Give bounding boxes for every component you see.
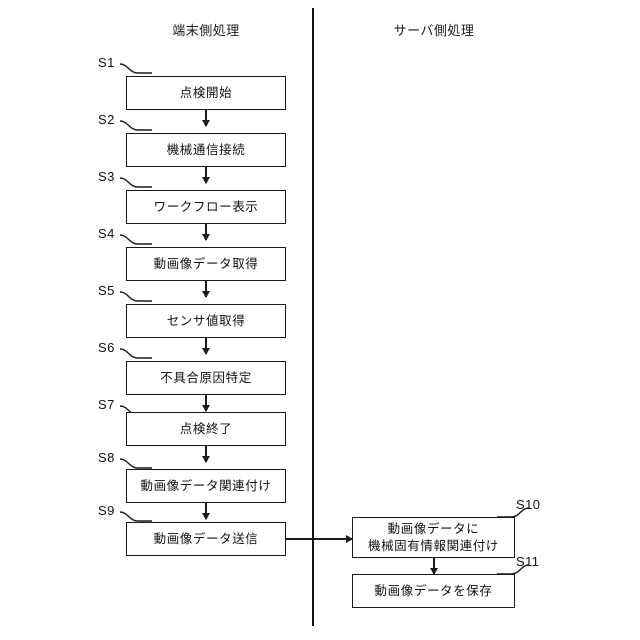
- process-box-s1-label: 点検開始: [179, 85, 233, 100]
- arrow-s5-to-s6: [205, 338, 207, 354]
- process-box-s8-label: 動画像データ関連付け: [140, 478, 272, 493]
- step-label-s9: S9: [98, 503, 115, 518]
- arrow-s10-to-s11: [433, 558, 435, 574]
- arrow-s9-to-s10: [286, 538, 352, 540]
- process-box-s4-label: 動画像データ取得: [153, 256, 259, 271]
- swimlane-divider: [312, 8, 314, 626]
- leader-line-s3: [119, 177, 152, 188]
- arrow-s7-to-s8: [205, 446, 207, 462]
- process-box-s6-label: 不具合原因特定: [160, 370, 252, 385]
- step-label-s10: S10: [516, 497, 541, 512]
- leader-line-s4: [119, 234, 152, 245]
- process-box-s9-label: 動画像データ送信: [153, 531, 259, 546]
- process-box-s6[interactable]: 不具合原因特定: [126, 361, 286, 395]
- leader-line-s11: [497, 564, 530, 575]
- step-label-s2: S2: [98, 112, 115, 127]
- process-box-s11[interactable]: 動画像データを保存: [352, 574, 515, 608]
- step-label-s7: S7: [98, 397, 115, 412]
- leader-line-s5: [119, 291, 152, 302]
- process-box-s10[interactable]: 動画像データに 機械固有情報関連付け: [352, 517, 515, 558]
- process-box-s10-label: 動画像データに 機械固有情報関連付け: [367, 521, 499, 553]
- leader-line-s8: [119, 458, 152, 469]
- leader-line-s2: [119, 120, 152, 131]
- step-label-s3: S3: [98, 169, 115, 184]
- arrow-s2-to-s3: [205, 167, 207, 183]
- process-box-s1[interactable]: 点検開始: [126, 76, 286, 110]
- process-box-s7[interactable]: 点検終了: [126, 412, 286, 446]
- step-label-s1: S1: [98, 55, 115, 70]
- process-box-s2-label: 機械通信接続: [166, 142, 246, 157]
- leader-line-s1: [119, 63, 152, 74]
- step-label-s5: S5: [98, 283, 115, 298]
- step-label-s6: S6: [98, 340, 115, 355]
- leader-line-s9: [119, 511, 152, 522]
- column-header-server: サーバ側処理: [393, 23, 475, 38]
- step-label-s4: S4: [98, 226, 115, 241]
- process-box-s5[interactable]: センサ値取得: [126, 304, 286, 338]
- process-box-s3-label: ワークフロー表示: [153, 199, 259, 214]
- process-box-s3[interactable]: ワークフロー表示: [126, 190, 286, 224]
- arrow-s1-to-s2: [205, 110, 207, 126]
- process-box-s5-label: センサ値取得: [166, 313, 246, 328]
- leader-line-s10: [497, 507, 530, 518]
- arrow-s3-to-s4: [205, 224, 207, 240]
- arrow-s4-to-s5: [205, 281, 207, 297]
- arrow-s6-to-s7: [205, 395, 207, 411]
- leader-line-s6: [119, 348, 152, 359]
- process-box-s4[interactable]: 動画像データ取得: [126, 247, 286, 281]
- column-header-terminal: 端末側処理: [172, 23, 240, 38]
- process-box-s9[interactable]: 動画像データ送信: [126, 522, 286, 556]
- step-label-s11: S11: [516, 554, 540, 569]
- arrow-s8-to-s9: [205, 503, 207, 519]
- process-box-s7-label: 点検終了: [179, 421, 233, 436]
- process-box-s2[interactable]: 機械通信接続: [126, 133, 286, 167]
- process-box-s11-label: 動画像データを保存: [374, 583, 493, 598]
- process-box-s8[interactable]: 動画像データ関連付け: [126, 469, 286, 503]
- step-label-s8: S8: [98, 450, 115, 465]
